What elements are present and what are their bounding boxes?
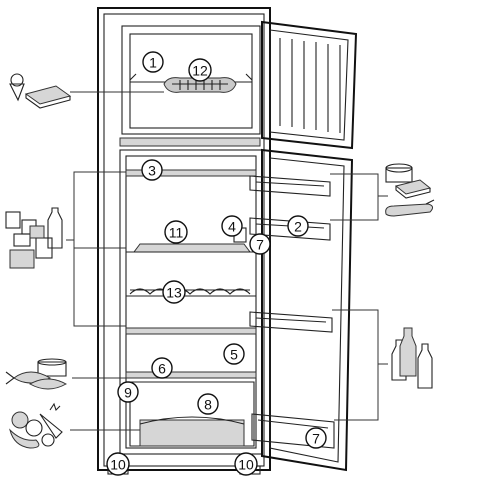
callout-c9: 9: [117, 381, 139, 403]
callout-c12: 12: [188, 58, 212, 82]
callout-c5: 5: [223, 343, 245, 365]
callout-number: 12: [192, 63, 208, 79]
callout-number: 10: [238, 457, 254, 473]
ice-cream-cone-icon: [9, 73, 25, 102]
ice-cube-tray: [163, 77, 237, 93]
callout-c7b: 7: [305, 427, 327, 449]
callout-circle: [164, 220, 188, 244]
jars-and-bottle-icon: [5, 207, 63, 269]
callout-circle: [142, 51, 164, 73]
wine-rack: [126, 288, 256, 297]
vegetables-icon: [9, 402, 63, 449]
door-shelf-top: [249, 175, 331, 197]
freezer-door: [261, 20, 358, 150]
callout-circle: [197, 393, 219, 415]
callout-number: 8: [204, 397, 212, 413]
door-shelf-bottle: [251, 413, 335, 449]
callout-number: 7: [256, 237, 264, 253]
callout-number: 2: [294, 219, 302, 235]
door-shelf-middle: [249, 311, 333, 333]
fridge-door: [261, 148, 354, 472]
callout-c1: 1: [142, 51, 164, 73]
callout-circle: [249, 233, 271, 255]
callout-number: 13: [166, 285, 182, 301]
callout-c7a: 7: [249, 233, 271, 255]
callout-number: 4: [228, 219, 236, 235]
callout-circle: [151, 357, 173, 379]
vegetable-crisper: [129, 381, 255, 447]
callout-c6: 6: [151, 357, 173, 379]
cheese-and-butter-icon: [385, 163, 432, 199]
callout-circle: [162, 280, 186, 304]
callout-number: 10: [110, 457, 126, 473]
sausage-icon: [385, 199, 435, 217]
callout-number: 6: [158, 361, 166, 377]
callout-number: 3: [148, 163, 156, 179]
bottles-icon: [391, 327, 433, 389]
callout-c8: 8: [197, 393, 219, 415]
callout-circle: [223, 343, 245, 365]
lower-glass-shelf: [125, 371, 257, 379]
callout-circle: [287, 215, 309, 237]
callout-c3: 3: [141, 159, 163, 181]
leader-lines: [66, 91, 388, 431]
callout-c10b: 10: [234, 452, 258, 476]
egg-tray-shelf: [126, 243, 256, 253]
callout-circle: [221, 215, 243, 237]
callout-circle: [234, 452, 258, 476]
callout-circle: [106, 452, 130, 476]
callout-circle: [141, 159, 163, 181]
callout-c10a: 10: [106, 452, 130, 476]
callout-circle: [188, 58, 212, 82]
callout-c11: 11: [164, 220, 188, 244]
callout-number: 1: [149, 55, 157, 71]
middle-glass-shelf: [125, 327, 257, 335]
fish-and-pot-icon: [5, 358, 68, 390]
callout-circle: [305, 427, 327, 449]
callout-number: 5: [230, 347, 238, 363]
callout-circle: [117, 381, 139, 403]
frozen-pack-icon: [24, 85, 72, 109]
callout-number: 11: [169, 225, 184, 241]
callout-number: 7: [312, 431, 320, 447]
top-glass-shelf: [125, 169, 257, 177]
callout-c2: 2: [287, 215, 309, 237]
callout-number: 9: [124, 385, 132, 401]
callout-c4: 4: [221, 215, 243, 237]
callout-c13: 13: [162, 280, 186, 304]
